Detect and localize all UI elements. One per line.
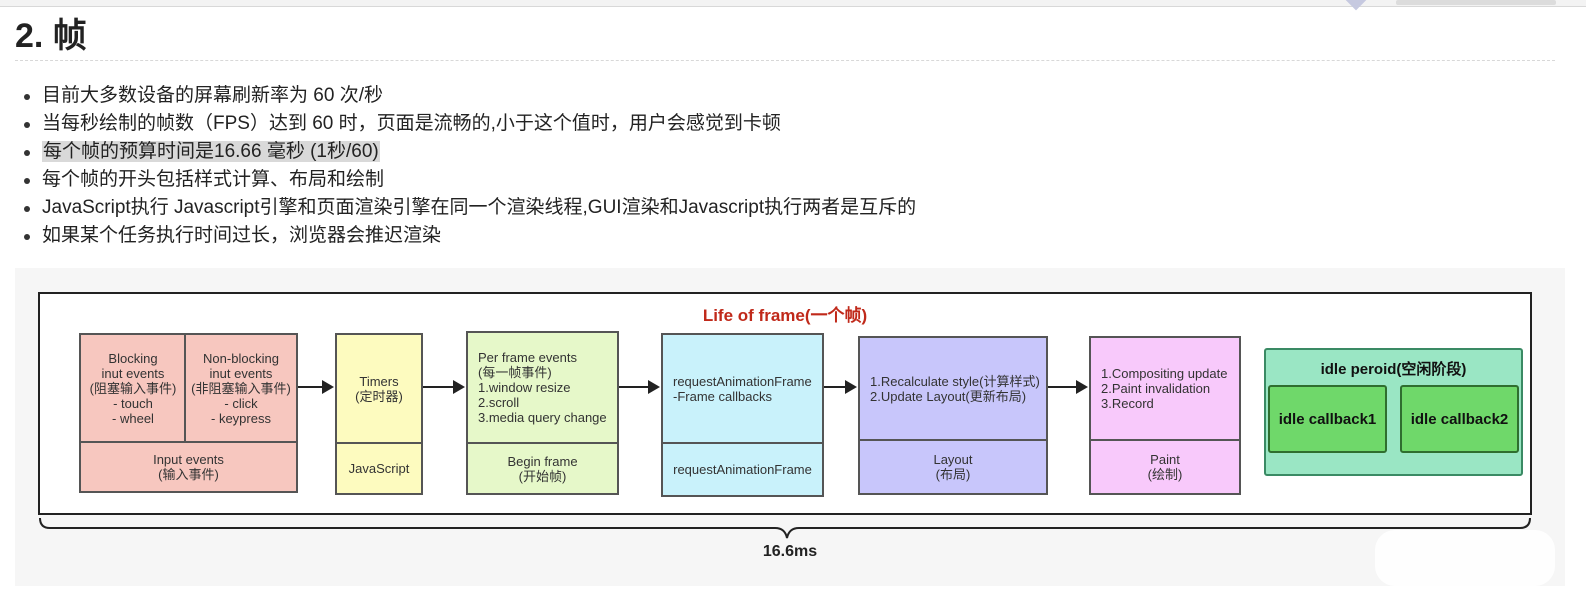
arrow-icon	[619, 380, 660, 394]
list-item: 如果某个任务执行时间过长，浏览器会推迟渲染	[20, 223, 916, 251]
list-item: 每个帧的开头包括样式计算、布局和绘制	[20, 167, 916, 195]
arrow-icon	[423, 380, 465, 394]
logo-text-blurred	[1396, 0, 1556, 5]
section-heading: 2. 帧	[15, 17, 87, 55]
blocking-input-label: Blocking inut events (阻塞输入事件) - touch - …	[89, 351, 177, 426]
arrow-icon	[298, 380, 334, 394]
compositing-label: 1.Compositing update 2.Paint invalidatio…	[1101, 366, 1228, 411]
javascript-label: JavaScript	[348, 461, 410, 476]
layout-box: 1.Recalculate style(计算样式) 2.Update Layou…	[858, 336, 1048, 495]
highlighted-text: 每个帧的预算时间是16.66 毫秒 (1秒/60)	[42, 141, 380, 162]
watermark-blur	[1375, 530, 1555, 586]
heading-divider	[15, 60, 1555, 61]
idle-callback2-box: idle callback2	[1400, 385, 1519, 453]
idle-period-title: idle peroid(空闲阶段)	[1320, 361, 1467, 378]
paint-box: 1.Compositing update 2.Paint invalidatio…	[1089, 336, 1241, 495]
paint-label: Paint (绘制)	[1147, 452, 1183, 482]
logo-icon	[1344, 0, 1368, 11]
raf-callbacks-label: requestAnimationFrame -Frame callbacks	[673, 373, 812, 404]
site-logo	[1340, 0, 1570, 11]
per-frame-events-label: Per frame events (每一帧事件) 1.window resize…	[478, 350, 607, 425]
recalculate-style-label: 1.Recalculate style(计算样式) 2.Update Layou…	[870, 373, 1040, 404]
idle-callback1-box: idle callback1	[1268, 385, 1387, 453]
list-item: 当每秒绘制的帧数（FPS）达到 60 时，页面是流畅的,小于这个值时，用户会感觉…	[20, 111, 916, 139]
input-events-box: Blocking inut events (阻塞输入事件) - touch - …	[79, 333, 298, 493]
frame-duration-label: 16.6ms	[762, 543, 818, 560]
list-item: JavaScript执行 Javascript引擎和页面渲染引擎在同一个渲染线程…	[20, 195, 916, 223]
raf-label: requestAnimationFrame	[673, 462, 812, 477]
begin-frame-box: Per frame events (每一帧事件) 1.window resize…	[466, 331, 619, 495]
duration-brace	[39, 517, 1531, 539]
arrow-icon	[1048, 380, 1088, 394]
list-item: 目前大多数设备的屏幕刷新率为 60 次/秒	[20, 83, 916, 111]
arrow-icon	[824, 380, 857, 394]
input-events-label: Input events (输入事件)	[153, 452, 224, 482]
begin-frame-label: Begin frame (开始帧)	[507, 453, 578, 484]
top-border	[0, 0, 1586, 7]
list-item: 每个帧的预算时间是16.66 毫秒 (1秒/60)	[20, 139, 916, 167]
timers-label: Timers (定时器)	[355, 373, 403, 404]
raf-box: requestAnimationFrame -Frame callbacks r…	[661, 333, 824, 497]
nonblocking-input-label: Non-blocking inut events (非阻塞输入事件) - cli…	[191, 351, 291, 426]
layout-label: Layout (布局)	[933, 452, 973, 482]
timers-box: Timers (定时器) JavaScript	[335, 333, 423, 495]
diagram-title: Life of frame(一个帧)	[702, 306, 868, 325]
bullet-list: 目前大多数设备的屏幕刷新率为 60 次/秒 当每秒绘制的帧数（FPS）达到 60…	[20, 83, 916, 251]
